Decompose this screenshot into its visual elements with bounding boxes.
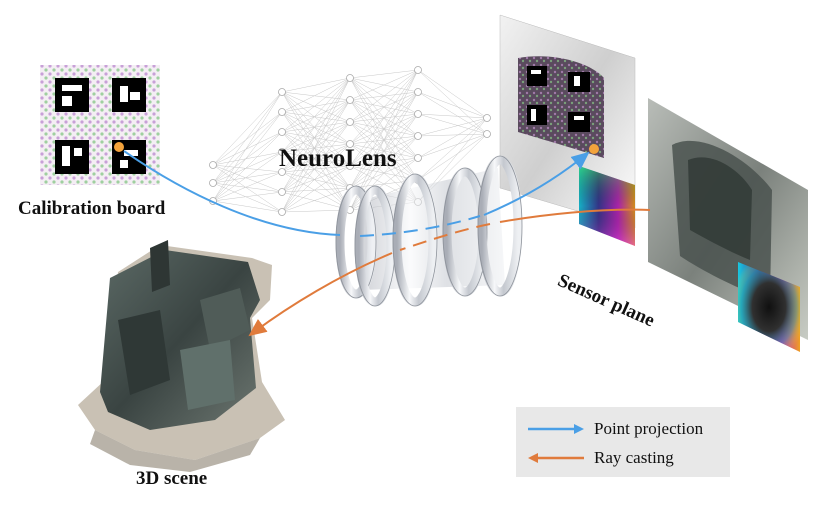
nn-node xyxy=(346,140,354,148)
nn-node xyxy=(414,132,422,140)
point-projection-ray xyxy=(123,150,590,237)
board-keypoint xyxy=(114,142,124,152)
legend-item-point-projection: Point projection xyxy=(528,418,703,440)
nn-node xyxy=(414,66,422,74)
lens-ring-edge xyxy=(442,167,488,297)
calibration-board-label: Calibration board xyxy=(18,198,166,219)
nn-node xyxy=(278,208,286,216)
flow-map-2 xyxy=(738,262,800,352)
nn-node xyxy=(414,154,422,162)
lens-ring-edge xyxy=(392,173,438,307)
lens-ring xyxy=(335,185,377,299)
nn-node xyxy=(346,74,354,82)
nn-node xyxy=(483,114,491,122)
nn-node xyxy=(483,130,491,138)
legend-label-point-projection: Point projection xyxy=(594,419,704,438)
nn-node xyxy=(278,88,286,96)
nn-node xyxy=(414,88,422,96)
legend-item-ray-casting: Ray casting xyxy=(528,447,674,469)
ray-casting-ray xyxy=(248,208,651,337)
lens-ring xyxy=(354,185,396,307)
lens-ring xyxy=(392,173,438,307)
nn-node xyxy=(346,162,354,170)
nn-node xyxy=(346,118,354,126)
lens-barrel xyxy=(335,155,523,307)
nn-node xyxy=(278,148,286,156)
legend-label-ray-casting: Ray casting xyxy=(594,448,674,467)
nn-node xyxy=(278,188,286,196)
nn-node xyxy=(278,108,286,116)
neurolens-label: NeuroLens xyxy=(279,145,397,172)
lens-ring-edge xyxy=(335,185,377,299)
calibration-board xyxy=(40,65,160,185)
orange-arrow-icon xyxy=(528,453,584,463)
flow-map-1 xyxy=(579,166,635,246)
3d-scene-sculpture xyxy=(78,240,285,472)
blue-arrow-icon xyxy=(528,424,584,434)
nn-node xyxy=(278,168,286,176)
neural-network-nodes xyxy=(209,66,491,216)
sensor-keypoint xyxy=(589,144,599,154)
legend: Point projection Ray casting xyxy=(516,407,730,477)
3d-scene-label: 3D scene xyxy=(136,468,208,489)
nn-node xyxy=(414,110,422,118)
nn-node xyxy=(209,179,217,187)
nn-node xyxy=(346,96,354,104)
nn-node xyxy=(278,128,286,136)
nn-node xyxy=(209,161,217,169)
